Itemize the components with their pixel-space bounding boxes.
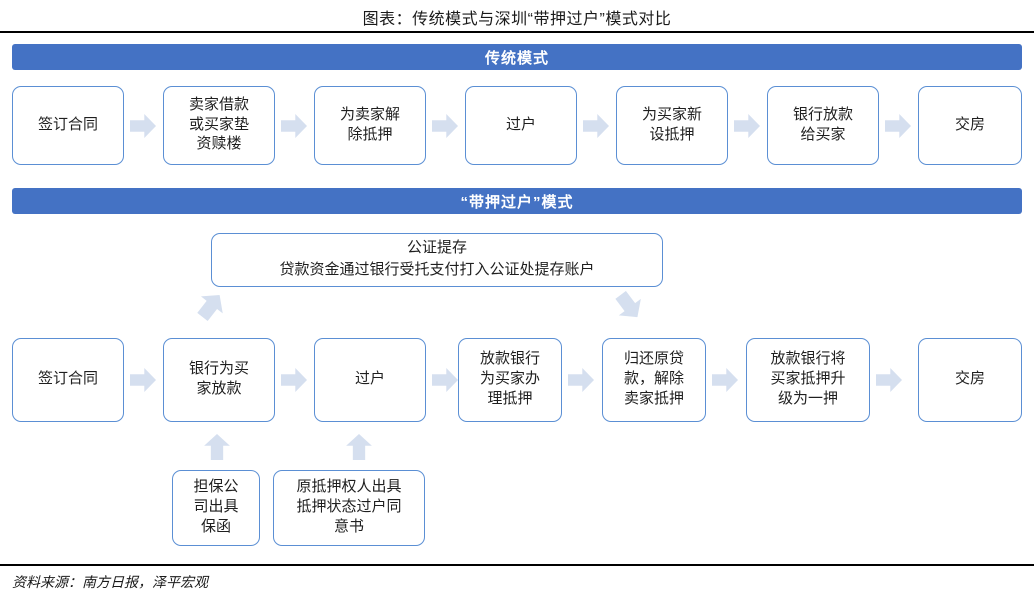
step-box-traditional-2: 卖家借款 或买家垫 资赎楼 [163,86,275,165]
arrow-right-icon [583,114,609,138]
arrow-right-icon [568,368,594,392]
arrow-right-icon [876,368,902,392]
page-title: 图表：传统模式与深圳“带押过户”模式对比 [362,11,672,28]
step-box-traditional-6: 银行放款 给买家 [767,86,879,165]
notary-escrow-box: 公证提存 贷款资金通过银行受托支付打入公证处提存账户 [211,233,663,287]
source-note: 资料来源：南方日报，泽平宏观 [12,576,208,591]
section-header-traditional: 传统模式 [12,44,1022,70]
step-box-daiya-7: 交房 [918,338,1022,422]
step-box-daiya-2: 银行为买 家放款 [163,338,275,422]
step-box-daiya-4: 放款银行 为买家办 理抵押 [458,338,562,422]
arrow-right-icon [885,114,911,138]
arrow-up-icon [204,434,230,460]
step-box-traditional-4: 过户 [465,86,577,165]
arrow-up-icon [346,434,372,460]
step-box-daiya-1: 签订合同 [12,338,124,422]
step-box-traditional-3: 为卖家解 除抵押 [314,86,426,165]
arrow-diagonal-down-icon [609,286,650,326]
arrow-right-icon [130,114,156,138]
section-header-daiya: “带押过户”模式 [12,188,1022,214]
arrow-right-icon [130,368,156,392]
support-box-mortgagee-consent: 原抵押权人出具 抵押状态过户同 意书 [273,470,425,546]
step-box-traditional-5: 为买家新 设抵押 [616,86,728,165]
arrow-diagonal-up-icon [191,286,232,327]
arrow-right-icon [281,114,307,138]
step-box-daiya-5: 归还原贷 款，解除 卖家抵押 [602,338,706,422]
step-box-daiya-6: 放款银行将 买家抵押升 级为一押 [746,338,870,422]
step-box-traditional-7: 交房 [918,86,1022,165]
top-divider [0,31,1034,33]
support-box-guarantee-letter: 担保公 司出具 保函 [172,470,260,546]
bottom-divider [0,564,1034,566]
arrow-right-icon [734,114,760,138]
arrow-right-icon [281,368,307,392]
step-box-traditional-1: 签订合同 [12,86,124,165]
step-box-daiya-3: 过户 [314,338,426,422]
arrow-right-icon [432,368,458,392]
arrow-right-icon [432,114,458,138]
arrow-right-icon [712,368,738,392]
